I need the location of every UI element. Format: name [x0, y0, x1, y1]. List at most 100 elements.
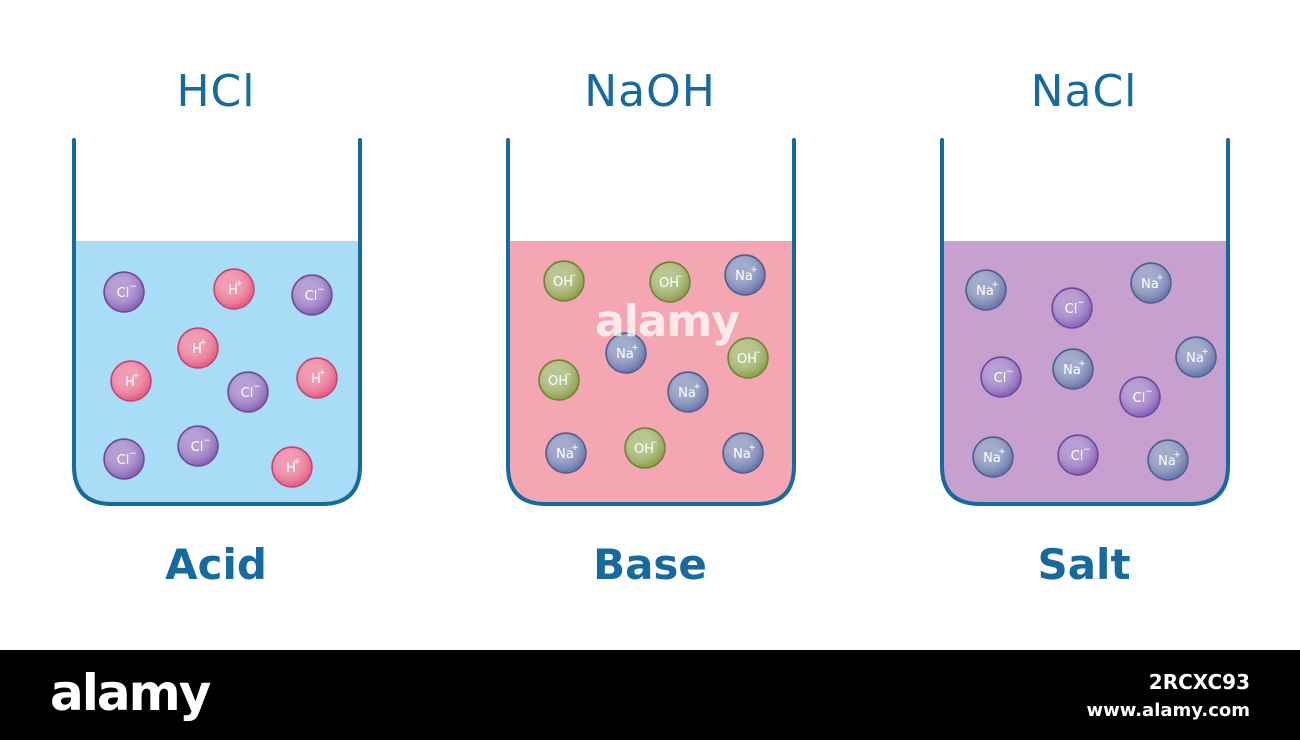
ion-na-icon: Na+ [1130, 262, 1172, 304]
ion-shine [651, 263, 689, 301]
label-acid: Acid [165, 540, 267, 589]
ion-shine [967, 271, 1005, 309]
ion-charge: + [631, 343, 639, 353]
ion-charge: − [569, 271, 577, 281]
ion-shine [982, 358, 1020, 396]
ion-symbol: Cl [117, 453, 130, 468]
ion-na-icon: Na+ [722, 432, 764, 474]
ion-charge: + [991, 280, 999, 290]
ion-oh-icon: OH− [727, 337, 769, 379]
ion-shine [105, 273, 143, 311]
beaker-outline-nacl [940, 138, 1230, 506]
ion-charge: + [693, 382, 701, 392]
ion-shine [1132, 264, 1170, 302]
ion-cl-icon: Cl− [291, 274, 333, 316]
ion-symbol: H [286, 461, 296, 476]
ion-shine [1149, 441, 1187, 479]
ion-charge: − [1145, 387, 1153, 397]
ion-symbol: Cl [1133, 391, 1146, 406]
ion-shine [974, 438, 1012, 476]
ion-na-icon: Na+ [1052, 348, 1094, 390]
ion-charge: + [1173, 450, 1181, 460]
ion-oh-icon: OH− [543, 260, 585, 302]
ion-shine [105, 440, 143, 478]
ion-symbol: OH [553, 275, 573, 290]
ion-shine [1053, 289, 1091, 327]
ion-na-icon: Na+ [972, 436, 1014, 478]
ion-shine [1059, 436, 1097, 474]
ion-symbol: Cl [117, 286, 130, 301]
diagram-stage: HCl NaOH NaCl Cl−H+Cl−H+H+Cl−H+Cl−Cl−H+O… [72, 66, 1230, 589]
ion-symbol: Na [976, 284, 994, 299]
beaker-outline-naoh [506, 138, 796, 506]
ion-shine [1121, 378, 1159, 416]
ion-charge: − [253, 382, 261, 392]
ion-charge: + [571, 443, 579, 453]
label-salt: Salt [1037, 540, 1131, 589]
ion-charge: + [998, 447, 1006, 457]
ion-shine [1054, 350, 1092, 388]
ion-symbol: Na [616, 347, 634, 362]
ion-symbol: Na [733, 447, 751, 462]
ion-charge: − [675, 272, 683, 282]
ion-h-icon: H+ [110, 360, 152, 402]
brand-logo: alamy [50, 664, 211, 722]
ion-symbol: Na [556, 447, 574, 462]
ion-charge: − [203, 436, 211, 446]
ion-cl-icon: Cl− [1057, 434, 1099, 476]
image-id: 2RCXC93 [1148, 670, 1250, 694]
ion-charge: − [650, 438, 658, 448]
ion-shine [547, 434, 585, 472]
ion-symbol: Cl [1071, 449, 1084, 464]
ion-charge: − [753, 348, 761, 358]
ion-symbol: OH [659, 276, 679, 291]
ion-charge: + [235, 279, 243, 289]
ion-charge: − [1077, 298, 1085, 308]
beaker-nacl: Na+Cl−Na+Na+Cl−Na+Cl−Na+Cl−Na+ [940, 138, 1230, 506]
ion-h-icon: H+ [213, 268, 255, 310]
ion-na-icon: Na+ [605, 332, 647, 374]
beakers-illustration: Cl−H+Cl−H+H+Cl−H+Cl−Cl−H+OH−OH−Na+Na+OH−… [72, 138, 1230, 506]
ion-shine [215, 270, 253, 308]
ion-shine [112, 362, 150, 400]
ion-cl-icon: Cl− [1051, 287, 1093, 329]
ion-charge: + [748, 443, 756, 453]
ion-shine [1177, 338, 1215, 376]
ion-na-icon: Na+ [965, 269, 1007, 311]
ion-charge: + [318, 368, 326, 378]
ion-shine [726, 256, 764, 294]
watermark: alamy [595, 296, 740, 347]
ion-charge: − [1083, 445, 1091, 455]
ion-shine [729, 339, 767, 377]
ion-oh-icon: OH− [649, 261, 691, 303]
ion-h-icon: H+ [177, 327, 219, 369]
ion-charge: + [1078, 359, 1086, 369]
ion-charge: + [132, 371, 140, 381]
ion-symbol: Cl [1065, 302, 1078, 317]
ion-charge: − [564, 370, 572, 380]
ion-charge: + [750, 265, 758, 275]
ion-symbol: OH [548, 374, 568, 389]
site-url: www.alamy.com [1086, 700, 1250, 721]
ion-charge: − [129, 449, 137, 459]
liquid-hcl [74, 241, 360, 504]
ion-charge: + [1201, 347, 1209, 357]
ion-symbol: Na [1186, 351, 1204, 366]
ion-symbol: Na [678, 386, 696, 401]
ion-cl-icon: Cl− [1119, 376, 1161, 418]
ion-na-icon: Na+ [667, 371, 709, 413]
beaker-outline-hcl [72, 138, 362, 506]
ion-shine [626, 429, 664, 467]
ion-symbol: OH [634, 442, 654, 457]
ion-oh-icon: OH− [624, 427, 666, 469]
ion-shine [179, 427, 217, 465]
ion-symbol: OH [737, 352, 757, 367]
ion-symbol: Na [735, 269, 753, 284]
ion-cl-icon: Cl− [103, 271, 145, 313]
ion-symbol: Na [1158, 454, 1176, 469]
ion-shine [669, 373, 707, 411]
formula-naoh: NaOH [584, 66, 716, 117]
ion-na-icon: Na+ [1147, 439, 1189, 481]
stock-footer: alamy 2RCXC93 www.alamy.com [0, 650, 1300, 740]
ion-charge: + [199, 338, 207, 348]
